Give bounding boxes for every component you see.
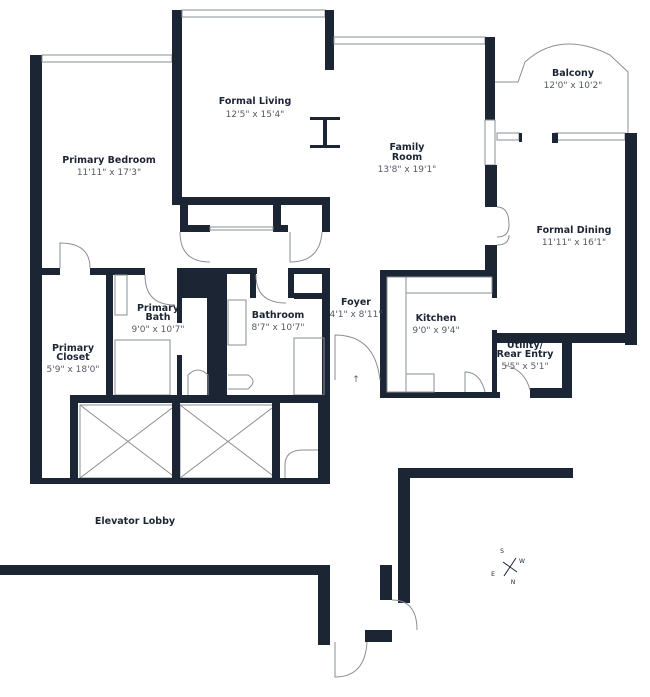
- room-name: Formal Living: [219, 96, 292, 107]
- room-dims: 5'9" x 18'0": [47, 365, 100, 375]
- room-name: Utility/: [507, 340, 544, 351]
- room-name: Closet: [56, 352, 90, 363]
- walls: [0, 9, 637, 678]
- room-dims: 9'0" x 10'7": [132, 325, 185, 335]
- room-dims: 5'5" x 5'1": [501, 362, 548, 372]
- entry-arrow-icon: ↑: [352, 375, 360, 385]
- room-name: Room: [392, 152, 422, 163]
- room-dims: 8'7" x 10'7": [252, 323, 305, 333]
- room-name: Foyer: [341, 297, 371, 308]
- room-labels: Formal Living 12'5" x 15'4" Family Room …: [47, 68, 612, 527]
- room-name: Kitchen: [416, 313, 457, 324]
- room-name: Elevator Lobby: [95, 516, 176, 527]
- room-name: Balcony: [552, 68, 595, 79]
- room-name: Primary: [52, 343, 95, 354]
- compass-s: S: [500, 548, 504, 555]
- room-name: Primary Bedroom: [62, 155, 156, 166]
- room-name: Rear Entry: [497, 349, 555, 360]
- room-dims: 11'11" x 17'3": [77, 168, 141, 178]
- room-name: Bathroom: [252, 310, 305, 321]
- room-name: Family: [390, 142, 426, 153]
- compass-e: E: [491, 571, 495, 578]
- room-dims: 12'5" x 15'4": [226, 110, 285, 120]
- room-name: Formal Dining: [537, 225, 612, 236]
- room-dims: 9'0" x 9'4": [412, 326, 459, 336]
- room-dims: 12'0" x 10'2": [544, 81, 603, 91]
- room-dims: 11'11" x 16'1": [542, 238, 606, 248]
- compass-w: W: [519, 558, 525, 565]
- room-name: Bath: [146, 312, 171, 323]
- room-dims: 13'8" x 19'1": [378, 165, 437, 175]
- compass-n: N: [511, 579, 516, 586]
- room-dims: 4'1" x 8'11": [330, 310, 383, 320]
- compass-icon: S W E N: [491, 548, 525, 586]
- room-name: Primary: [137, 303, 180, 314]
